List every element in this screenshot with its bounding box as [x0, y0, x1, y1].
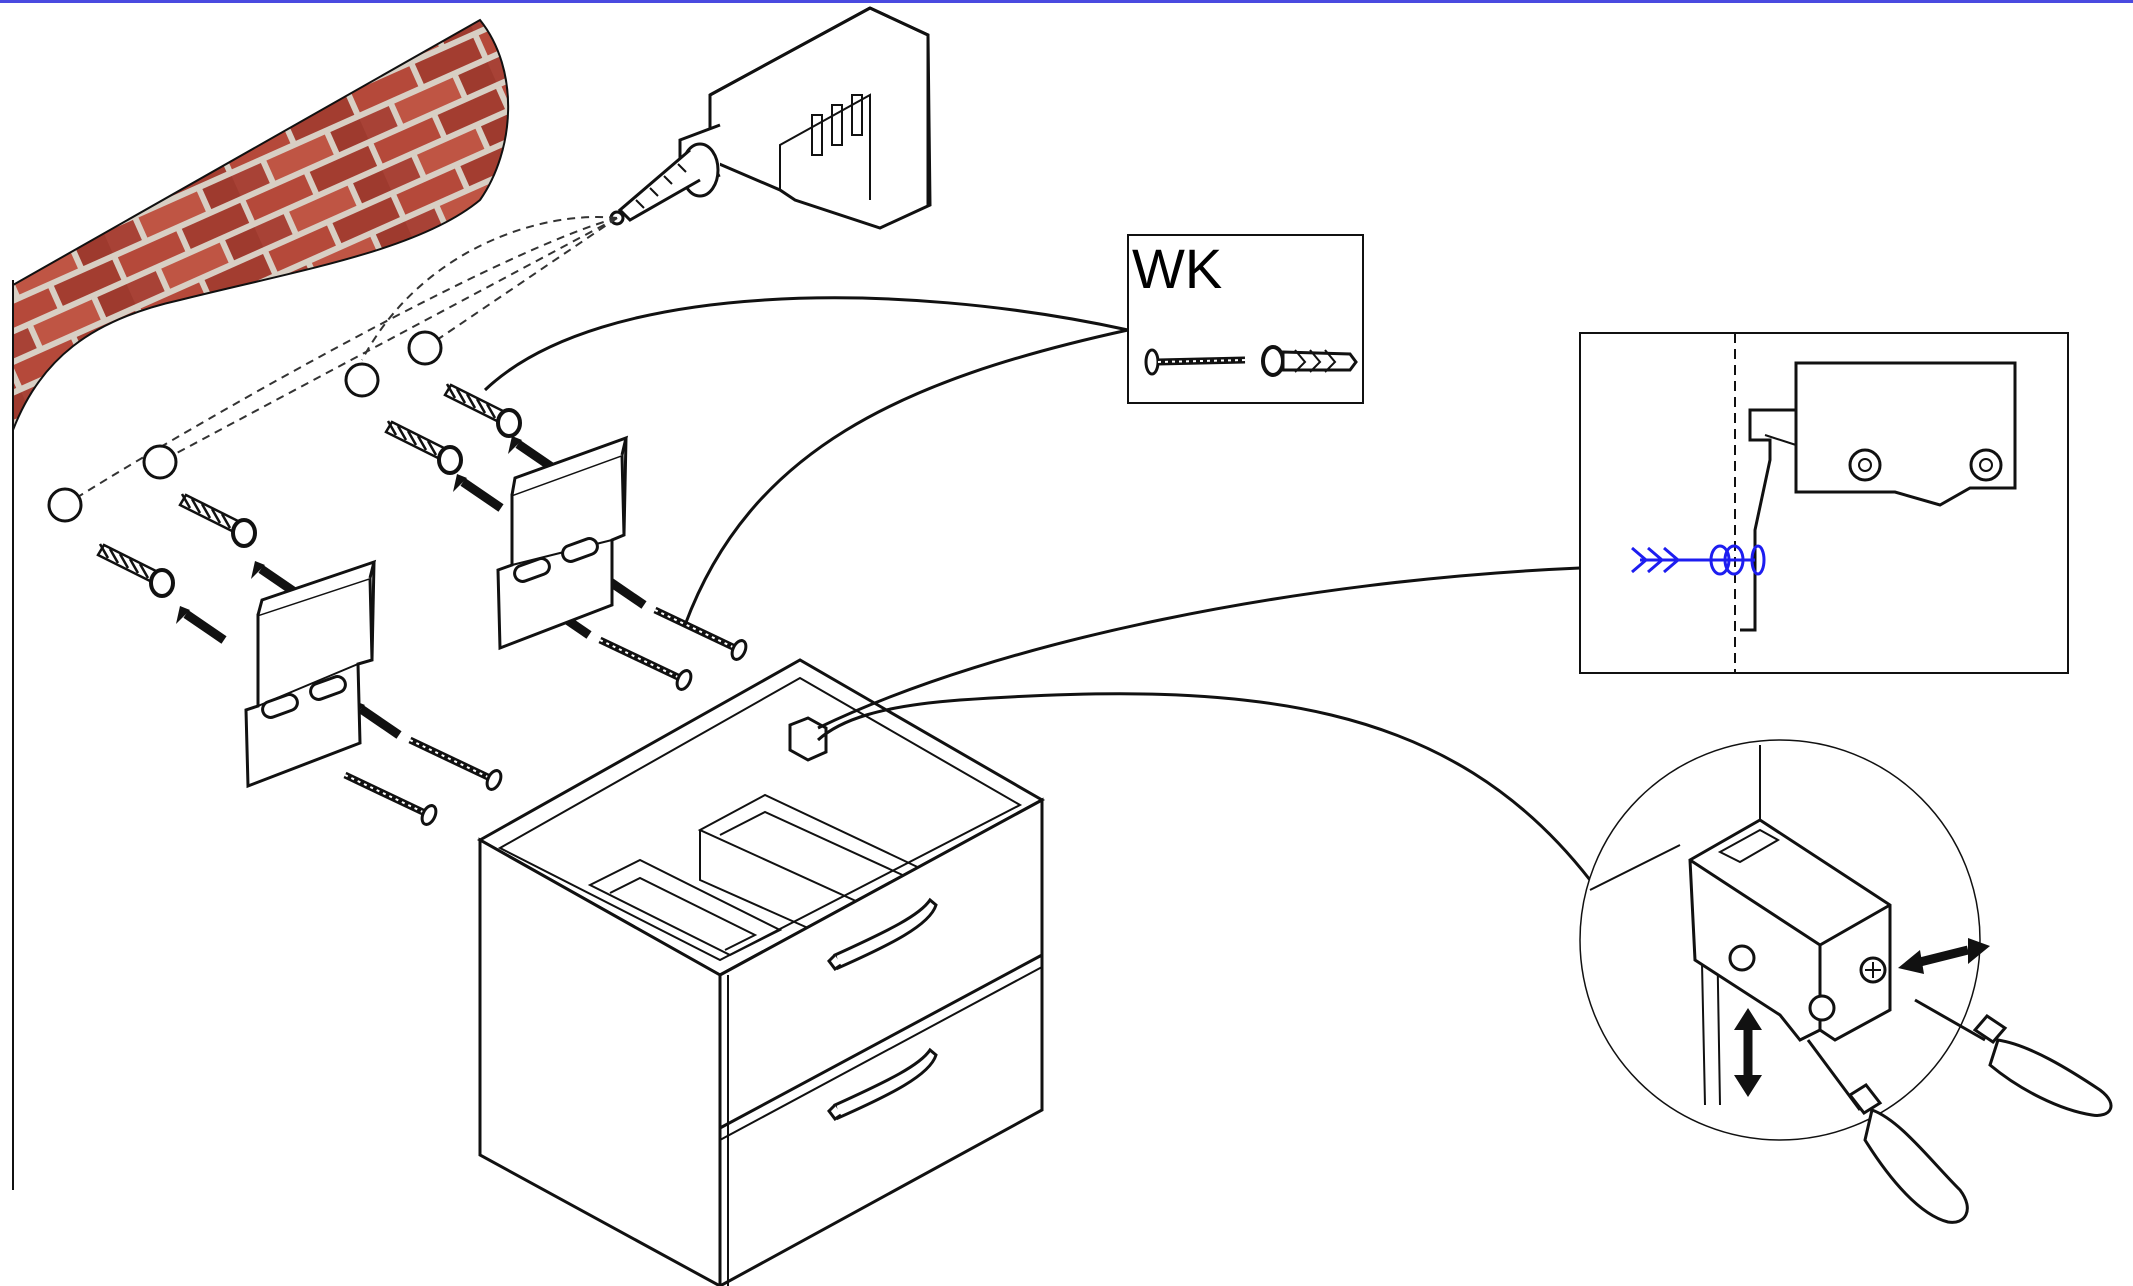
wall-bracket-left [244, 559, 377, 789]
callout-connectors [483, 296, 1592, 881]
wall-plug-icon [1261, 345, 1358, 377]
hanger-detail-box [1579, 332, 2069, 674]
drill-hole-markers [47, 330, 443, 523]
horizontal-adjust-arrow-icon [1898, 938, 1990, 974]
hardware-kit-box: WK [1127, 234, 1364, 404]
screwdriver-icon [1914, 998, 2113, 1117]
drawer-cabinet [476, 658, 1046, 1286]
wall-anchors [96, 382, 522, 598]
kit-label: WK [1132, 237, 1222, 300]
screwdriver-icon [1806, 1039, 1969, 1224]
screw-icon [1144, 348, 1246, 376]
blue-screw-anchor-icon [1631, 544, 1766, 576]
drill-guide-lines [64, 216, 618, 506]
wall-bracket-right [496, 435, 629, 651]
frame-top-border [0, 0, 2133, 3]
drill-icon [609, 6, 932, 230]
brick-wall [12, 18, 510, 431]
adjustment-detail-circle [1579, 739, 1990, 1141]
vertical-adjust-arrow-icon [1734, 1008, 1762, 1097]
